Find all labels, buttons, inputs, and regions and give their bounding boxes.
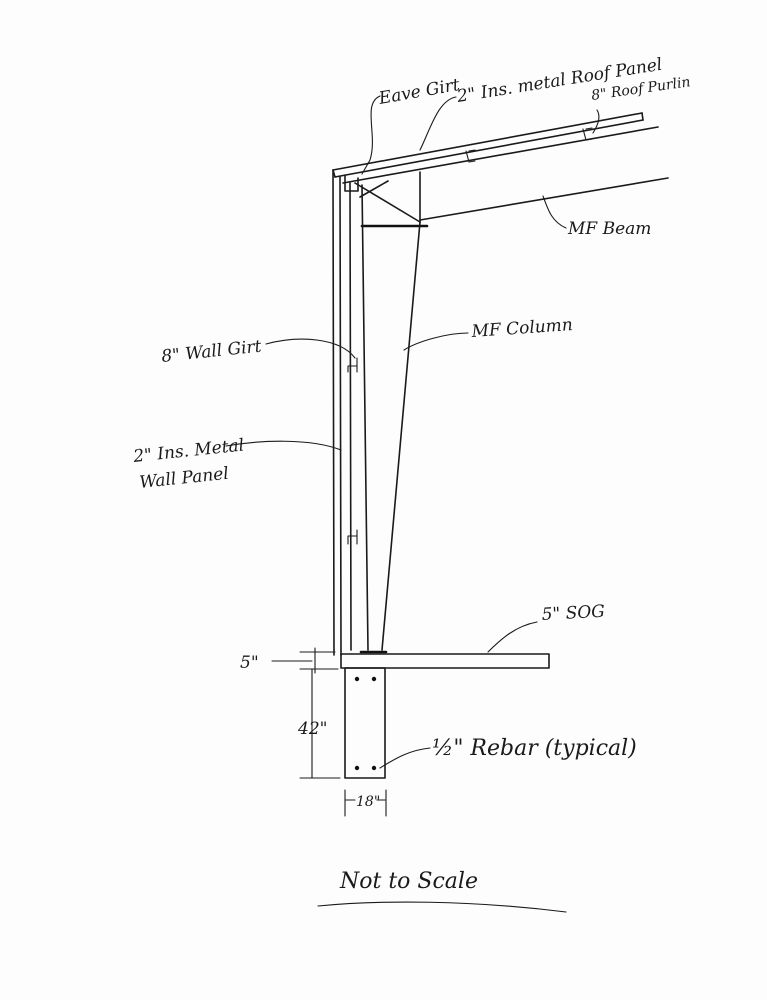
dimension-footing-width [344,789,387,817]
rebar-dot [371,765,377,771]
rebar-dot [371,676,377,682]
label-dim-footing-width: 18" [356,794,380,810]
label-wall-girt: 8" Wall Girt [160,337,262,367]
label-rebar: ½" Rebar (typical) [432,736,637,761]
label-dim-slab: 5" [240,653,259,673]
label-eave-girt: Eave Girt [376,75,461,109]
label-sog: 5" SOG [541,602,605,625]
mf-column [349,182,421,654]
label-wall-panel-line1: 2" Ins. Metal [131,435,245,467]
mf-beam [342,126,669,223]
dimension-slab [271,647,339,674]
rebar-dot [354,765,360,771]
label-roof-panel: 2" Ins. metal Roof Panel [455,55,664,107]
note-underline [317,901,567,913]
label-wall-panel-line2: Wall Panel [138,464,229,493]
knee-connection [354,180,429,228]
footing [344,667,386,779]
wall-girt [347,357,358,545]
leaders [225,95,600,769]
slab-on-grade [340,653,550,669]
label-dim-footing-depth: 42" [297,719,327,739]
label-mf-beam: MF Beam [567,219,651,239]
dimension-footing-depth [299,668,341,779]
eave-girt [344,174,359,192]
label-mf-column: MF Column [470,315,573,342]
label-not-to-scale: Not to Scale [339,869,478,894]
rebar-dot [354,676,360,682]
wall-panel [332,169,342,656]
roof-panel [332,112,644,178]
